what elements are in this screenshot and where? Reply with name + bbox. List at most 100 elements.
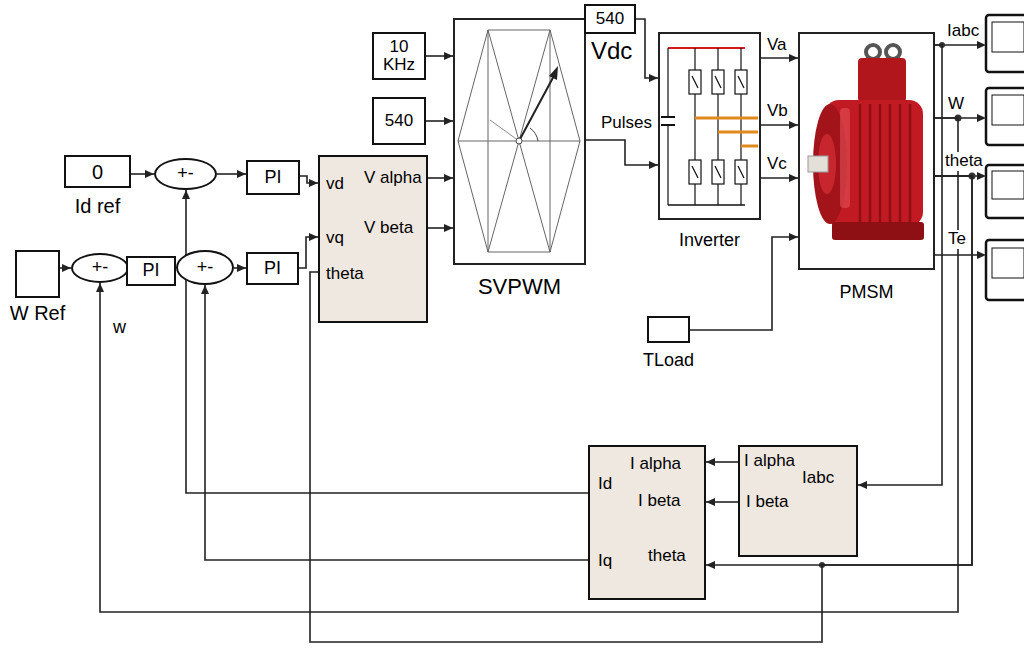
node-sublabel: theta	[648, 547, 686, 566]
svpwm-hexagon	[490, 120, 519, 141]
inverter-schematic	[661, 116, 675, 118]
signal-connector	[706, 458, 738, 466]
edge-label: Va	[766, 36, 788, 55]
motor-illustration	[899, 104, 902, 222]
scope-block	[986, 15, 1024, 72]
node-label: I alpha	[630, 455, 681, 474]
motor-illustration	[840, 108, 850, 208]
motor-illustration	[858, 58, 906, 102]
scope-block	[986, 88, 1024, 145]
node-label: PI	[248, 168, 298, 188]
clarke-transform-block: I alphaIabcI beta	[738, 445, 858, 557]
signal-connector	[96, 118, 958, 612]
edge-label: Pulses	[600, 114, 653, 133]
motor-illustration	[860, 104, 910, 222]
svpwm-hexagon	[488, 30, 550, 252]
scope-block	[992, 22, 1024, 52]
node-label: SVPWM	[478, 275, 561, 299]
node-label: W Ref	[10, 302, 66, 324]
signal-label: w	[112, 318, 127, 338]
node-sublabel: V beta	[364, 219, 413, 238]
signal-connector	[234, 264, 246, 272]
signal-connector	[586, 140, 658, 169]
inverter-schematic	[667, 48, 668, 116]
node-label: 540	[586, 10, 634, 29]
inverter-schematic	[692, 76, 698, 88]
park-transform-block: I alphaIdI betathetaIq	[588, 445, 706, 600]
edge-label: Vb	[766, 102, 789, 121]
scope-arrowhead	[977, 41, 986, 259]
svpwm-hexagon	[516, 138, 522, 144]
arrowhead	[444, 117, 453, 125]
signal-line	[586, 140, 658, 165]
inverter-schematic	[692, 166, 698, 178]
signal-connector	[858, 45, 942, 489]
arrowhead	[309, 233, 318, 241]
inverter-schematic	[715, 166, 721, 178]
inverter-schematic	[738, 76, 744, 88]
motor-illustration	[808, 45, 924, 240]
signal-connector	[60, 264, 71, 272]
dc-voltage-block: 540	[584, 4, 636, 34]
edge-label: Vc	[766, 155, 788, 174]
pi-controller: PI	[246, 160, 300, 195]
scope-block	[992, 248, 1024, 278]
sum-junction: +-	[176, 250, 234, 285]
arrowhead	[706, 498, 715, 506]
arrowhead	[789, 233, 798, 241]
signal-line	[100, 118, 958, 612]
signal-connector	[761, 121, 798, 129]
signal-line	[858, 45, 942, 485]
inverter-block: Inverter	[658, 32, 761, 220]
node-sublabel: V alpha	[364, 169, 422, 188]
arrowhead	[706, 561, 715, 569]
signal-connector	[426, 117, 453, 125]
constant-block: 540	[372, 97, 426, 145]
signal-line	[690, 237, 798, 330]
node-sublabel: vq	[326, 229, 344, 248]
arrowhead	[789, 54, 798, 62]
arrowhead	[706, 458, 715, 466]
arrowhead	[237, 170, 246, 178]
arrowhead	[649, 161, 658, 169]
signal-connector	[428, 224, 453, 232]
inverse-park-block: vdV alphaV betavqtheta	[318, 155, 428, 323]
inverter-schematic	[668, 204, 745, 206]
constant-block: 0Id ref	[64, 155, 131, 188]
motor-illustration	[886, 45, 900, 59]
node-label: 10 KHz	[374, 38, 424, 75]
motor-illustration	[808, 156, 828, 172]
signal-connector	[761, 174, 798, 182]
inverter-schematic	[738, 166, 744, 178]
signal-connector	[300, 176, 318, 187]
node-label: TLoad	[643, 351, 694, 371]
scope-block	[986, 165, 1024, 218]
signal-connector	[706, 498, 738, 506]
scope-signal-label: Te	[947, 230, 967, 249]
arrowhead	[201, 285, 209, 294]
scope-arrowhead	[977, 114, 986, 122]
arrowhead	[789, 121, 798, 129]
node-sublabel: Iabc	[802, 469, 834, 488]
scope-block	[986, 15, 1024, 300]
signal-line	[299, 237, 318, 268]
load-torque-block: TLoad	[647, 316, 690, 343]
scope-arrowhead	[977, 41, 986, 49]
arrowhead	[789, 174, 798, 182]
node-label: vd	[326, 175, 344, 194]
step-source: W Ref	[15, 250, 60, 298]
inverter-schematic	[695, 117, 758, 120]
node-label: PI	[128, 261, 174, 281]
node-sublabel: I beta	[746, 493, 789, 512]
signal-connector	[428, 174, 453, 182]
signal-line	[706, 176, 972, 565]
scope-block	[992, 95, 1024, 125]
motor-illustration	[832, 222, 924, 240]
arrowhead	[237, 264, 246, 272]
signal-connector	[426, 52, 453, 60]
pi-controller: PI	[126, 256, 176, 286]
arrowhead	[858, 481, 867, 489]
inverter-schematic	[689, 70, 701, 94]
node-label: PMSM	[840, 283, 894, 303]
signal-connector	[131, 170, 154, 178]
